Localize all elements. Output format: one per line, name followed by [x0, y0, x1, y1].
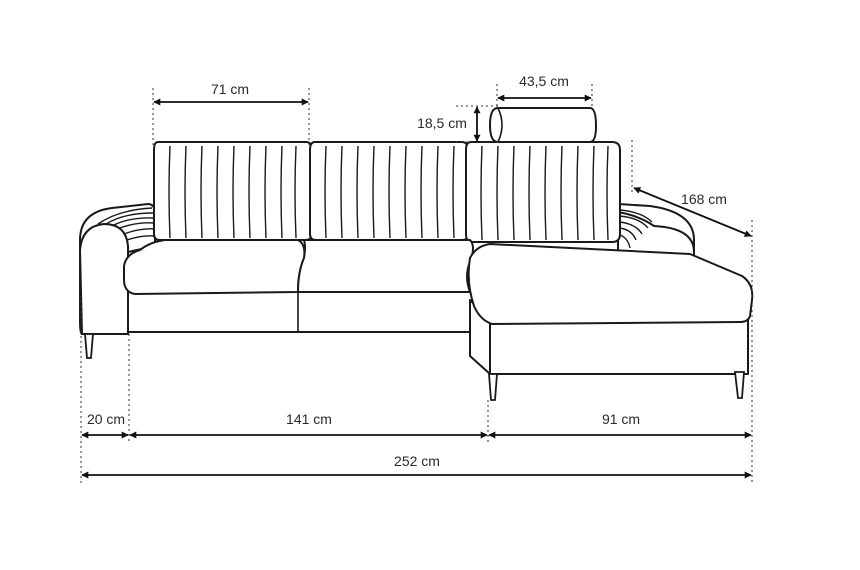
dim-chaise-depth-arrow	[633, 187, 752, 237]
leg-chaise-left	[488, 373, 498, 401]
label-bolster-length: 43,5 cm	[519, 73, 569, 89]
label-chaise-width: 91 cm	[602, 411, 640, 427]
bolster-pillow	[489, 107, 597, 143]
extension-lines	[80, 84, 753, 484]
dimension-arrows	[81, 94, 752, 479]
left-armrest-front	[79, 223, 129, 335]
back-cushion-right	[465, 141, 621, 243]
leg-chaise-right	[733, 371, 745, 399]
left-armrest-ribs	[97, 207, 156, 241]
label-bolster-diameter: 18,5 cm	[417, 115, 467, 131]
label-total-width: 252 cm	[394, 453, 440, 469]
seat-base	[127, 291, 473, 333]
seat-cushion-left	[123, 239, 306, 295]
seat-cushion-middle	[297, 239, 474, 293]
bolster-pillow-end	[497, 107, 503, 143]
label-cushion-width: 71 cm	[211, 81, 249, 97]
back-cushion-ribs	[168, 145, 609, 241]
chaise-base	[489, 317, 749, 375]
label-chaise-depth: 168 cm	[681, 191, 727, 207]
sofa-illustration	[79, 107, 754, 401]
leg-left	[84, 333, 94, 359]
label-seat-width: 141 cm	[286, 411, 332, 427]
chaise-cushion	[467, 243, 754, 325]
dimension-labels: 71 cm 43,5 cm 18,5 cm 168 cm 20 cm 141 c…	[87, 73, 727, 469]
label-armrest-width: 20 cm	[87, 411, 125, 427]
